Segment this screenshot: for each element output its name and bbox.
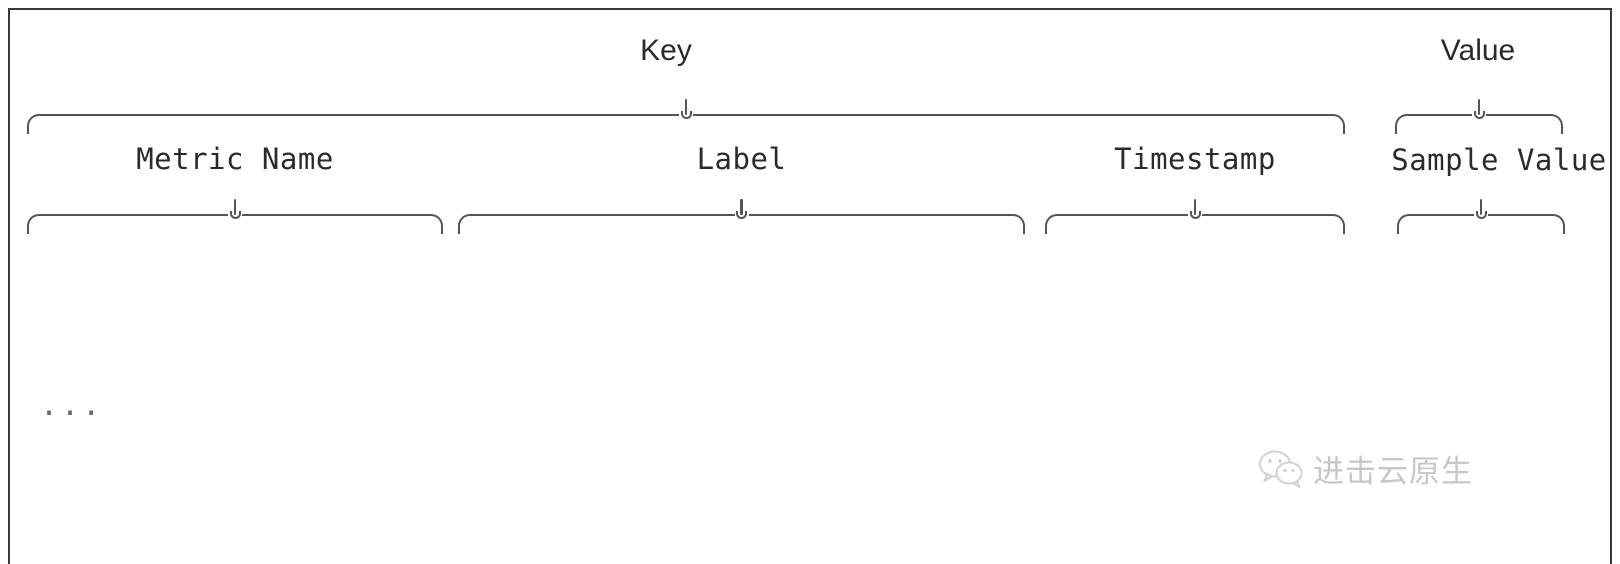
header-timestamp: Timestamp xyxy=(1114,142,1276,176)
header-metric-name: Metric Name xyxy=(136,142,334,176)
header-value: Value xyxy=(1440,34,1516,67)
brace-label xyxy=(458,199,1025,234)
header-sample-value: Sample Value xyxy=(1391,143,1607,177)
header-label: Label xyxy=(696,142,787,176)
ellipsis-text: ... xyxy=(40,387,104,423)
header-key: Key xyxy=(640,34,692,67)
brace-timestamp xyxy=(1045,199,1345,234)
brace-sample-value xyxy=(1397,199,1565,234)
sample-listing: ... http_requests_total{status="200",met… xyxy=(40,250,1304,564)
diagram-border xyxy=(8,8,1612,564)
brace-metric-name xyxy=(27,199,443,234)
brace-key xyxy=(27,99,1345,134)
brace-value xyxy=(1395,99,1563,134)
listing-ellipsis-row: ... xyxy=(40,384,1304,429)
